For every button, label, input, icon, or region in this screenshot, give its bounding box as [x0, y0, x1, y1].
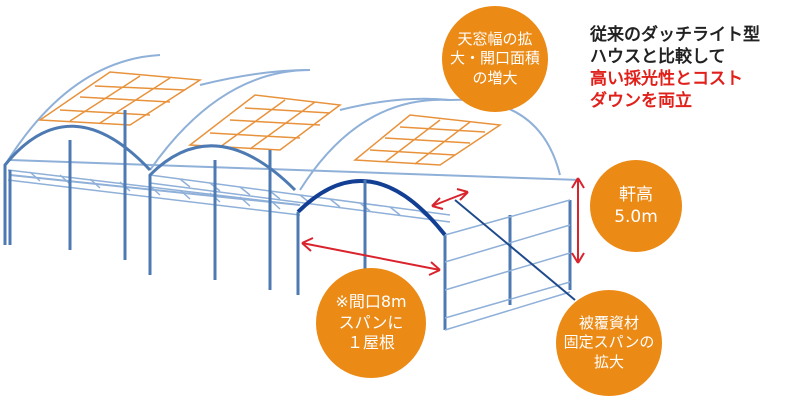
leader-line-cover [454, 199, 576, 301]
greenhouse-columns [8, 110, 572, 330]
span-bubble-line-2: スパンに [338, 312, 404, 332]
vent-bubble-line-1: 天窓幅の拡 [457, 29, 533, 48]
greenhouse-arches [3, 124, 297, 270]
vent-bubble-line-2: 大・開口面積 [449, 49, 540, 68]
headline-line-2: ハウスと比較して [590, 47, 726, 67]
highlighted-bay-arch [296, 179, 447, 237]
span-bubble-line-1: ※間口8m [335, 291, 407, 311]
vent-width-arrow [431, 191, 469, 207]
span-bubble-line-3: １屋根 [346, 333, 395, 353]
headline-line-1: 従来のダッチライト型 [590, 25, 760, 45]
headline-line-4-emphasis: ダウンを両立 [590, 91, 692, 111]
eave-height-bubble: 軒高 5.0m [590, 160, 682, 252]
headline-text: 従来のダッチライト型 ハウスと比較して 高い採光性とコスト ダウンを両立 [590, 24, 760, 112]
eave-bubble-line-1: 軒高 [619, 184, 653, 205]
vent-bubble-line-3: の増大 [472, 68, 518, 87]
cover-bubble-line-1: 被覆資材 [578, 313, 639, 332]
dimension-arrows [301, 177, 585, 276]
eave-bubble-line-2: 5.0m [614, 207, 658, 227]
cover-bubble-line-3: 拡大 [593, 352, 624, 371]
cover-bubble-line-2: 固定スパンの [563, 333, 655, 352]
vent-expansion-bubble: 天窓幅の拡 大・開口面積 の増大 [442, 6, 548, 112]
headline-line-3-emphasis: 高い採光性とコスト [590, 69, 743, 89]
cover-material-bubble: 被覆資材 固定スパンの 拡大 [556, 290, 662, 396]
span-dimension-arrow [301, 242, 441, 271]
roof-truss-beams [7, 169, 451, 223]
span-roof-bubble: ※間口8m スパンに １屋根 [316, 268, 426, 378]
skylight-vent-frames [37, 71, 503, 166]
greenhouse-side-wall [444, 199, 571, 331]
